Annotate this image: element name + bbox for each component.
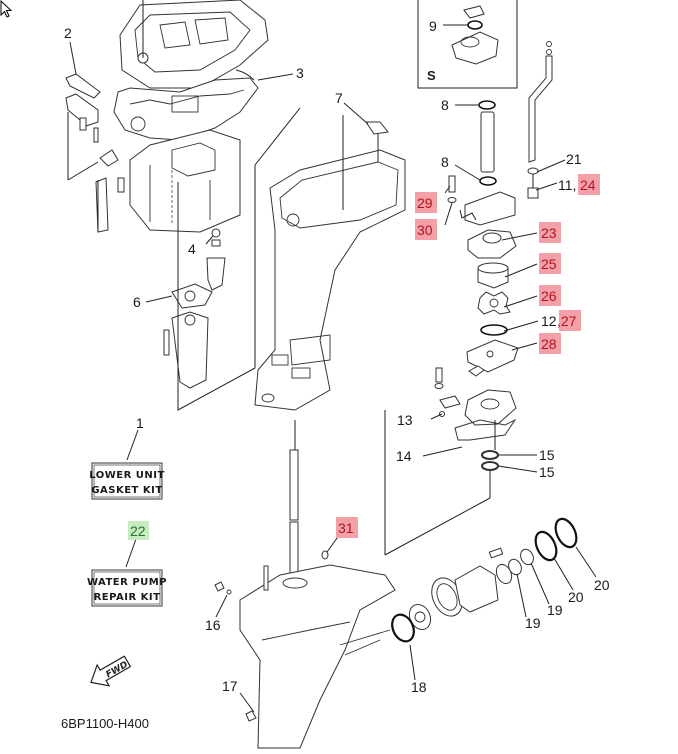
o-ring-part-20b[interactable] — [552, 516, 581, 551]
kit-ref-1: 1 — [136, 415, 144, 431]
diagram-code: 6BP1100-H400 — [61, 716, 149, 731]
callout-24[interactable]: 24 — [580, 177, 596, 193]
kit-water-pump-repair[interactable]: 22 WATER PUMP REPAIR KIT — [87, 521, 167, 607]
o-ring-part-12[interactable] — [480, 324, 508, 336]
drive-shaft-part[interactable] — [289, 420, 299, 583]
callout-20a[interactable]: 20 — [568, 589, 584, 605]
callout-13[interactable]: 13 — [397, 412, 413, 428]
callout-15b[interactable]: 15 — [539, 464, 555, 480]
pin-part-31[interactable] — [321, 550, 329, 560]
oil-seal-part-15[interactable] — [481, 450, 499, 498]
bracket-part-7[interactable] — [365, 121, 389, 162]
callout-19b[interactable]: 19 — [547, 602, 563, 618]
callout-9[interactable]: 9 — [429, 18, 437, 34]
leader-lines — [69, 24, 597, 713]
highlight-31 — [336, 517, 358, 538]
inset-label: S — [427, 68, 436, 83]
outer-plate-part-28[interactable] — [466, 339, 519, 373]
callout-15a[interactable]: 15 — [539, 447, 555, 463]
cooling-water-pipe-part[interactable] — [527, 41, 553, 199]
kit-22-line1: WATER PUMP — [87, 577, 167, 588]
callout-25[interactable]: 25 — [541, 256, 557, 272]
water-tube-part[interactable] — [478, 100, 497, 186]
callout-6[interactable]: 6 — [133, 294, 141, 310]
lower-unit-part[interactable] — [239, 564, 396, 749]
upper-casing-part[interactable] — [119, 0, 269, 89]
callout-23[interactable]: 23 — [541, 225, 557, 241]
washer-part-19b[interactable] — [518, 547, 536, 567]
kit-1-line2: GASKET KIT — [91, 485, 162, 496]
kit-lower-unit-gasket[interactable]: 1 LOWER UNIT GASKET KIT — [89, 415, 165, 500]
callout-3[interactable]: 3 — [296, 65, 304, 81]
highlight-30 — [415, 219, 437, 240]
inset-box: S — [417, 0, 518, 89]
callout-19a[interactable]: 19 — [525, 615, 541, 631]
o-ring-part-18[interactable] — [388, 611, 418, 645]
callout-16[interactable]: 16 — [205, 617, 221, 633]
cover-part-2[interactable] — [65, 73, 101, 143]
exhaust-guide-part[interactable] — [163, 311, 209, 389]
pump-base-part[interactable] — [434, 365, 517, 450]
callout-14[interactable]: 14 — [396, 448, 412, 464]
bolt-part-29[interactable] — [447, 175, 457, 203]
mouse-cursor-icon — [0, 0, 13, 18]
callout-21[interactable]: 21 — [566, 151, 582, 167]
gasket-part-3[interactable] — [113, 69, 259, 141]
kit-1-line1: LOWER UNIT — [89, 470, 165, 481]
callout-8b[interactable]: 8 — [441, 154, 449, 170]
highlight-27 — [559, 310, 581, 331]
callout-29[interactable]: 29 — [417, 195, 433, 211]
impeller-part-26[interactable] — [477, 291, 511, 315]
callout-28[interactable]: 28 — [541, 336, 557, 352]
callout-30[interactable]: 30 — [417, 222, 433, 238]
highlight-25 — [539, 253, 561, 274]
callout-labels: 2 3 4 6 7 8 8 9 11, 24 12 ,27 13 14 15 1… — [64, 18, 610, 695]
highlight-28 — [539, 333, 561, 354]
o-ring-part-20a[interactable] — [532, 529, 561, 564]
callout-18[interactable]: 18 — [411, 679, 427, 695]
washer-part-19a[interactable] — [506, 557, 524, 577]
callout-26[interactable]: 26 — [541, 288, 557, 304]
callout-27[interactable]: ,27 — [557, 313, 577, 329]
callout-17[interactable]: 17 — [222, 678, 238, 694]
callout-8a[interactable]: 8 — [441, 97, 449, 113]
drive-shaft-housing-part[interactable] — [254, 115, 406, 411]
plug-part-4[interactable] — [206, 228, 226, 291]
callout-12[interactable]: 12 — [541, 313, 557, 329]
callout-31[interactable]: 31 — [338, 520, 354, 536]
highlight-23 — [539, 222, 561, 243]
highlight-26 — [539, 285, 561, 306]
screw-part-16[interactable] — [214, 581, 232, 595]
fwd-arrow-icon: FWD — [90, 655, 132, 687]
callout-2[interactable]: 2 — [64, 25, 72, 41]
callout-20b[interactable]: 20 — [594, 577, 610, 593]
highlight-24 — [578, 174, 600, 195]
callout-4[interactable]: 4 — [188, 241, 196, 257]
callout-11[interactable]: 11, — [558, 177, 576, 193]
callout-7[interactable]: 7 — [335, 90, 343, 106]
highlight-22 — [128, 521, 149, 540]
highlight-29 — [415, 192, 437, 213]
oil-pan-part[interactable] — [129, 129, 241, 233]
gasket-part-6[interactable] — [171, 283, 213, 309]
screw-part-17[interactable] — [245, 710, 257, 722]
pump-housing-part-23[interactable] — [467, 229, 517, 259]
kit-22-line2: REPAIR KIT — [94, 592, 161, 603]
kit-ref-22: 22 — [130, 523, 146, 539]
propeller-shaft-housing-part[interactable] — [405, 547, 514, 633]
insert-cartridge-part-25[interactable] — [477, 262, 509, 289]
